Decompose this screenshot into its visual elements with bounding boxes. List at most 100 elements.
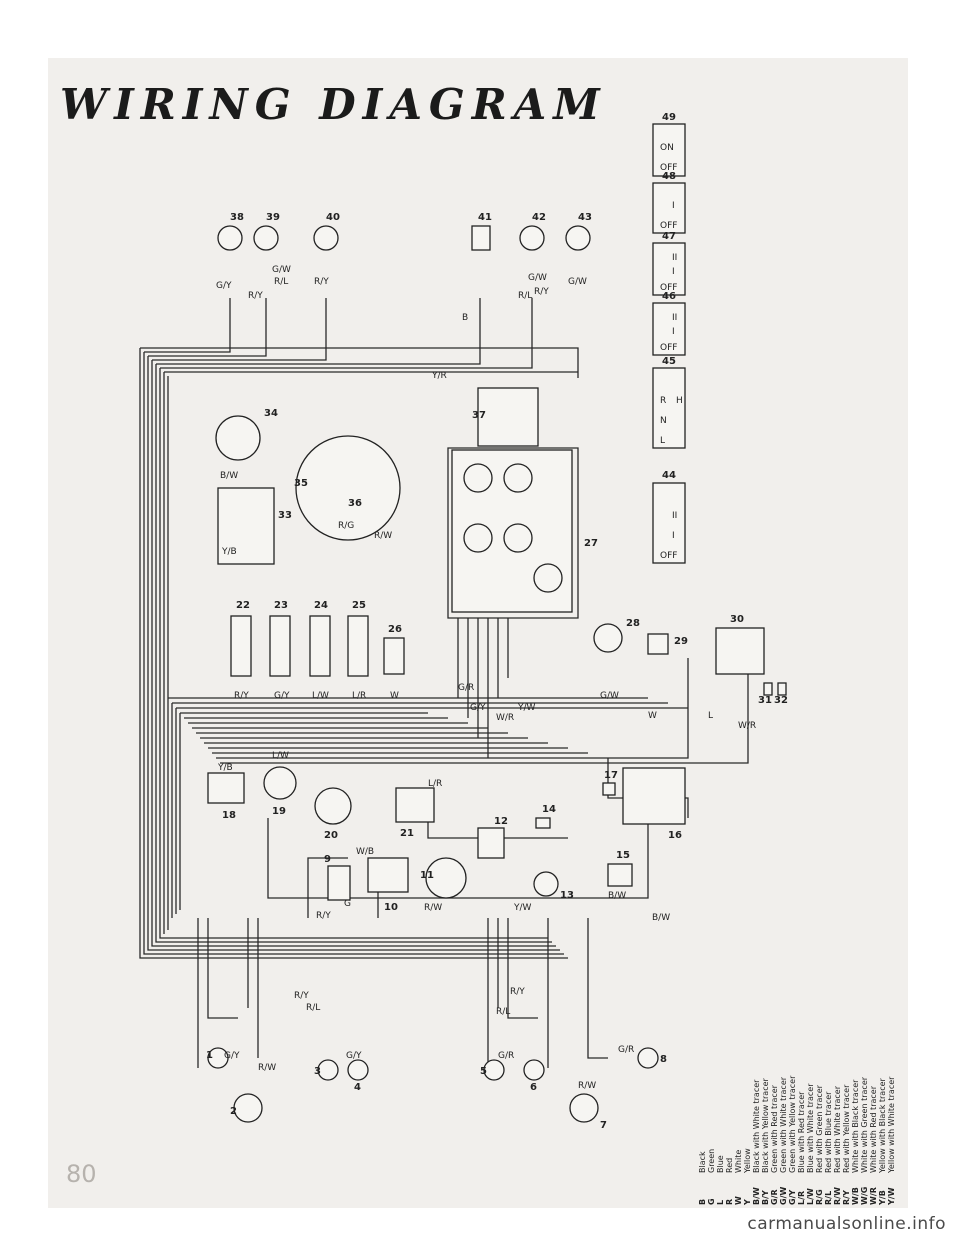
svg-text:I: I bbox=[672, 201, 675, 211]
svg-text:34: 34 bbox=[264, 408, 278, 419]
svg-text:R/L: R/L bbox=[274, 277, 288, 287]
legend-entry: G/RGreen with Red tracer bbox=[770, 1085, 779, 1205]
svg-text:2: 2 bbox=[230, 1106, 237, 1117]
switch-table-49 bbox=[652, 123, 686, 177]
lamp-3 bbox=[317, 1059, 339, 1081]
legend-entry: B/YBlack with Yellow tracer bbox=[761, 1078, 770, 1205]
svg-text:II: II bbox=[672, 313, 677, 323]
legend-entry: LBlue bbox=[716, 1155, 725, 1205]
svg-text:R/W: R/W bbox=[374, 531, 392, 541]
svg-text:29: 29 bbox=[674, 636, 688, 647]
legend-entry: R/GRed with Green tracer bbox=[815, 1085, 824, 1205]
solenoid-15 bbox=[607, 863, 633, 887]
svg-text:8: 8 bbox=[660, 1054, 667, 1065]
headlight-2 bbox=[233, 1093, 263, 1123]
wiring-diagram: 38 39 40 41 42 43 34 33 35 36 37 27 22 2… bbox=[139, 112, 788, 1131]
legend-entry: WWhite bbox=[734, 1149, 743, 1205]
lamp-5 bbox=[483, 1059, 505, 1081]
battery-16 bbox=[622, 767, 686, 825]
starter-21 bbox=[395, 787, 435, 823]
svg-text:3: 3 bbox=[314, 1066, 321, 1077]
svg-text:20: 20 bbox=[324, 830, 338, 841]
sender-13 bbox=[533, 871, 559, 897]
svg-text:30: 30 bbox=[730, 614, 744, 625]
svg-text:G: G bbox=[344, 899, 351, 909]
svg-text:R/Y: R/Y bbox=[248, 291, 263, 301]
svg-text:38: 38 bbox=[230, 212, 244, 223]
svg-text:B/W: B/W bbox=[608, 891, 626, 901]
svg-text:6: 6 bbox=[530, 1082, 537, 1093]
wire-labels: G/Y R/Y G/W R/L R/Y B R/L G/W R/Y G/W Y/… bbox=[216, 265, 756, 1091]
ignition-switch-34 bbox=[215, 415, 261, 461]
svg-text:R: R bbox=[660, 396, 666, 406]
lamp-40 bbox=[313, 225, 339, 251]
svg-text:9: 9 bbox=[324, 854, 331, 865]
svg-text:41: 41 bbox=[478, 212, 492, 223]
svg-text:OFF: OFF bbox=[660, 221, 677, 231]
unit-37 bbox=[477, 387, 539, 447]
svg-text:31: 31 bbox=[758, 695, 772, 706]
svg-text:48: 48 bbox=[662, 171, 676, 182]
svg-text:G/Y: G/Y bbox=[470, 703, 486, 713]
svg-text:23: 23 bbox=[274, 600, 288, 611]
svg-text:G/W: G/W bbox=[568, 277, 587, 287]
svg-text:49: 49 bbox=[662, 112, 676, 123]
svg-text:OFF: OFF bbox=[660, 551, 677, 561]
svg-text:4: 4 bbox=[354, 1082, 361, 1093]
svg-text:21: 21 bbox=[400, 828, 414, 839]
page-number: 80 bbox=[66, 1160, 97, 1188]
svg-text:G/Y: G/Y bbox=[216, 281, 232, 291]
svg-text:22: 22 bbox=[236, 600, 250, 611]
svg-text:R/G: R/G bbox=[338, 521, 354, 531]
unit-19 bbox=[263, 766, 297, 800]
svg-text:27: 27 bbox=[584, 538, 598, 549]
svg-text:40: 40 bbox=[326, 212, 340, 223]
svg-text:L/R: L/R bbox=[352, 691, 366, 701]
svg-text:24: 24 bbox=[314, 600, 328, 611]
switch-table-48 bbox=[652, 182, 686, 234]
fuse-32 bbox=[777, 682, 787, 696]
distributor-11 bbox=[425, 857, 467, 899]
svg-text:G/Y: G/Y bbox=[346, 1051, 362, 1061]
svg-text:42: 42 bbox=[532, 212, 546, 223]
svg-text:G/W: G/W bbox=[600, 691, 619, 701]
legend-entry: W/GWhite with Green tracer bbox=[860, 1076, 869, 1205]
svg-text:39: 39 bbox=[266, 212, 280, 223]
svg-text:R/Y: R/Y bbox=[534, 287, 549, 297]
svg-text:R/W: R/W bbox=[578, 1081, 596, 1091]
component-numbers: 38 39 40 41 42 43 34 33 35 36 37 27 22 2… bbox=[206, 112, 788, 1131]
regulator-30 bbox=[715, 627, 765, 675]
lamp-43 bbox=[565, 225, 591, 251]
lamp-42 bbox=[519, 225, 545, 251]
switch-table-47 bbox=[652, 242, 686, 296]
switch-table-46 bbox=[652, 302, 686, 356]
svg-text:14: 14 bbox=[542, 804, 556, 815]
svg-text:17: 17 bbox=[604, 770, 618, 781]
svg-text:OFF: OFF bbox=[660, 283, 677, 293]
svg-text:G/Y: G/Y bbox=[224, 1051, 240, 1061]
lamp-39 bbox=[253, 225, 279, 251]
svg-text:R/W: R/W bbox=[424, 903, 442, 913]
relay-33 bbox=[217, 487, 275, 565]
gauge-23 bbox=[269, 615, 291, 677]
gauge-25 bbox=[347, 615, 369, 677]
svg-text:OFF: OFF bbox=[660, 343, 677, 353]
svg-text:13: 13 bbox=[560, 890, 574, 901]
legend-entry: G/WGreen with White tracer bbox=[779, 1076, 788, 1205]
legend-entry: R/WRed with White tracer bbox=[833, 1086, 842, 1205]
gauge-24 bbox=[309, 615, 331, 677]
lamp-8 bbox=[637, 1047, 659, 1069]
legend-entry: R/LRed with Blue tracer bbox=[824, 1091, 833, 1205]
svg-text:B: B bbox=[462, 313, 468, 323]
svg-text:Y/B: Y/B bbox=[217, 763, 233, 773]
svg-text:28: 28 bbox=[626, 618, 640, 629]
svg-text:L: L bbox=[708, 711, 713, 721]
svg-text:G/Y: G/Y bbox=[274, 691, 290, 701]
svg-text:L/W: L/W bbox=[312, 691, 329, 701]
svg-text:R/L: R/L bbox=[496, 1007, 510, 1017]
svg-text:B/W: B/W bbox=[220, 471, 238, 481]
svg-text:26: 26 bbox=[388, 624, 402, 635]
legend-entry: W/BWhite with Black tracer bbox=[851, 1079, 860, 1205]
watermark: carmanualsonline.info bbox=[747, 1214, 946, 1234]
svg-text:12: 12 bbox=[494, 816, 508, 827]
